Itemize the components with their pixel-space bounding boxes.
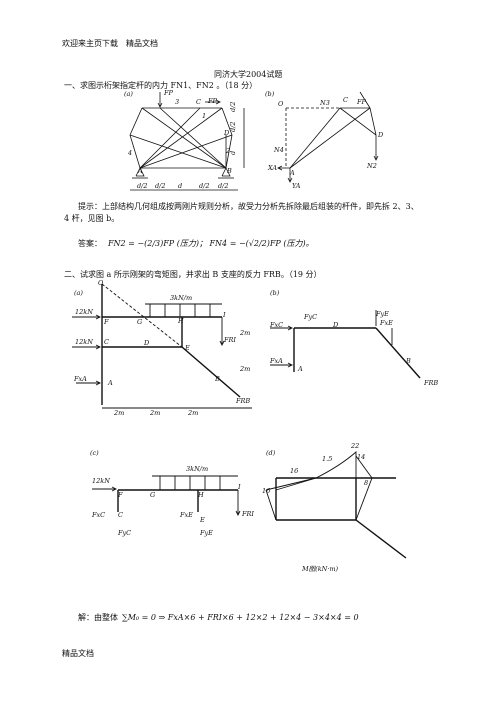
dim-2a-2: 2m: [188, 409, 199, 417]
solution-equation: ∑M₀ = 0 ⇒ FxA×6 + FRI×6 + 12×2 + 12×4 − …: [122, 613, 359, 622]
q1-answer-label: 答案：: [78, 239, 102, 248]
label-b-fxe: FxE: [380, 319, 393, 327]
node-a-a: A: [108, 379, 113, 387]
label-n2-b: N2: [367, 162, 377, 170]
node-a-c: C: [104, 338, 109, 346]
fig1a-label: (a): [124, 90, 133, 98]
node-a-e: E: [185, 344, 190, 352]
label-b-frb: FRB: [424, 379, 439, 387]
label-d-a: D: [224, 129, 230, 137]
label-3-a: 3: [175, 98, 180, 106]
label-c-b: C: [343, 96, 348, 104]
label-c-fye: FyE: [200, 529, 213, 537]
node-a-h: H: [178, 317, 184, 325]
label-c-g: G: [150, 491, 156, 499]
label-c-load: 3kN/m: [186, 465, 209, 473]
label-a-a: A: [138, 167, 143, 175]
label-b-fxa: FxA: [270, 357, 283, 365]
fig2a-label: (a): [74, 289, 83, 297]
reaction-a-fxa: FxA: [74, 375, 87, 383]
node-a-g: G: [137, 318, 143, 326]
label-fp-b: FP: [357, 98, 366, 106]
moment-16-left: 16: [262, 487, 271, 495]
moment-22: 22: [351, 442, 360, 450]
node-a-i: I: [223, 311, 226, 319]
label-c-a: C: [196, 98, 201, 106]
node-a-f: F: [104, 318, 109, 326]
fig1b-label: (b): [265, 90, 275, 98]
force-a-2: 12kN: [75, 338, 93, 346]
fig2c-label: (c): [90, 449, 99, 457]
dim-2a-0: 2m: [114, 409, 125, 417]
q2-text: 二、试求图 a 所示刚架的弯矩图，并求出 B 支座的反力 FRB。（19 分）: [64, 270, 322, 279]
force-a-1: 12kN: [75, 308, 93, 316]
node-a-d: D: [144, 339, 150, 347]
label-b-a: B: [227, 167, 232, 175]
load-a: 3kN/m: [170, 294, 193, 302]
dim-a-4: d/2: [218, 182, 229, 190]
label-c-fxc: FxC: [92, 511, 106, 519]
moment-8: 8: [364, 479, 369, 487]
label-b-b: B: [406, 357, 411, 365]
page-header: 欢迎来主页下载 精品文档: [62, 39, 158, 48]
node-a-o: O: [98, 279, 104, 287]
dim-2a-3: 2m: [240, 329, 251, 337]
dim-a-1: d/2: [155, 182, 166, 190]
label-ya-b: YA: [292, 182, 301, 190]
label-b-fxc: FxC: [270, 321, 284, 329]
label-b-d: D: [333, 321, 339, 329]
label-a-b: A: [290, 169, 295, 177]
label-4-a: 4: [128, 149, 133, 157]
dim-2a-1: 2m: [150, 409, 161, 417]
label-b-a: A: [298, 365, 303, 373]
q1-text: 一、求图示桁架指定杆的内力 FN1、FN2 。（18 分）: [64, 81, 258, 90]
label-b-fyc: FyC: [304, 313, 318, 321]
dim-a-0: d/2: [137, 182, 148, 190]
dim-2a-4: 2m: [240, 365, 251, 373]
label-b-fye: FyE: [376, 310, 389, 318]
moment-caption: M图(kN·m): [302, 565, 339, 573]
label-c-fyc: FyC: [118, 529, 132, 537]
reaction-a-frb: FRB: [236, 397, 251, 405]
label-n3-b: N3: [320, 99, 330, 107]
q1-hint2: 4 杆，见图 b。: [64, 214, 120, 223]
label-c-force: 12kN: [92, 477, 110, 485]
label-c-fri: FRI: [242, 510, 254, 518]
fig2b-label: (b): [270, 289, 280, 297]
dim-a-3: d/2: [199, 182, 210, 190]
moment-14: 14: [357, 453, 366, 461]
dim-a-2: d: [178, 182, 183, 190]
label-d-b: D: [378, 131, 384, 139]
label-2-a: 2: [226, 147, 231, 155]
label-c-f: F: [118, 491, 123, 499]
moment-16-top: 16: [290, 467, 299, 475]
label-n4-b: N4: [274, 146, 284, 154]
label-fp2-a: FP: [208, 97, 217, 105]
reaction-a-fri: FRI: [224, 336, 236, 344]
page-footer: 精品文档: [62, 649, 94, 658]
label-c-i: I: [238, 483, 241, 491]
q1-answer: FN2 = −(2/3)FP (压力)； FN4 = −(√2/2)FP (压力…: [108, 239, 314, 248]
label-xa-b: XA: [268, 164, 278, 172]
solution-label: 解：由整体: [78, 613, 118, 622]
fig2d-label: (d): [266, 449, 276, 457]
label-c-c: C: [118, 511, 123, 519]
label-c-fxe: FxE: [180, 511, 193, 519]
label-c-e: E: [200, 516, 205, 524]
q1-hint: 提示：上部结构几何组成按两刚片规则分析，故受力分析先拆除最后组装的杆件，即先拆 …: [78, 202, 419, 211]
label-c-h: H: [198, 491, 204, 499]
moment-1-5: 1.5: [322, 455, 333, 463]
node-a-b: B: [215, 375, 220, 383]
label-1-a: 1: [202, 112, 207, 120]
label-o-b: O: [278, 100, 284, 108]
exam-title: 同济大学2004试题: [214, 70, 283, 79]
label-fp-a: FP: [164, 89, 173, 97]
